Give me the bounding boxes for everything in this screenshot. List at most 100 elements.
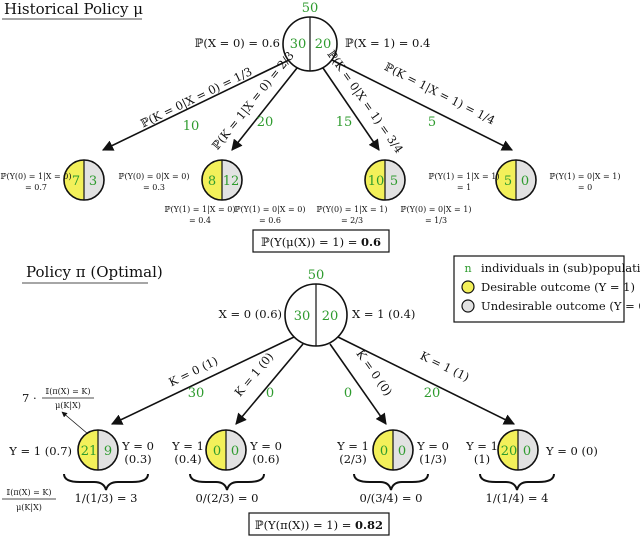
policy-branch-arrow-2 — [235, 343, 304, 425]
legend-desirable-label: Desirable outcome (Y = 1) — [481, 280, 635, 294]
policy-result-value: 0.82 — [355, 518, 383, 532]
hist-leaf-1-right: 3 — [89, 174, 97, 189]
policy-branch-count-2: 0 — [266, 386, 274, 401]
policy-leaf-2 — [205, 429, 247, 471]
hist-branch-count-2: 20 — [257, 115, 274, 130]
legend-n-label: individuals in (sub)population — [481, 261, 640, 275]
policy-brace-3 — [353, 473, 429, 491]
policy-leaf-2-y1: Y = 1 — [171, 439, 204, 453]
legend-undesirable-label: Undesirable outcome (Y = 0) — [481, 299, 640, 313]
hist-leaf-2-prob-y1: ℙ(Y(1) = 1|X = 0) — [164, 205, 235, 214]
policy-result: ℙ(Y(π(X)) = 1) = 0.82 — [255, 518, 383, 532]
hist-leaf-2-left: 8 — [208, 174, 216, 189]
policy-leaf-2-y0: Y = 0 — [249, 439, 282, 453]
policy-root-left: 30 — [294, 309, 311, 324]
policy-branch-arrow-4 — [337, 336, 516, 425]
policy-leaf-2-right: 0 — [231, 444, 239, 459]
policy-leaf-1-y0: Y = 0 — [121, 439, 154, 453]
hist-result-value: 0.6 — [361, 235, 381, 249]
hist-result-box — [252, 229, 390, 253]
hist-leaf-1 — [63, 159, 105, 201]
hist-root-right: 20 — [315, 37, 332, 52]
policy-root-total: 50 — [308, 268, 325, 283]
policy-leaf-1-y1: Y = 1 (0.7) — [8, 444, 72, 458]
hist-leaf-3-prob-y0: ℙ(Y(0) = 0|X = 1) — [400, 205, 471, 214]
hist-leaf-2-right: 12 — [223, 174, 240, 189]
hist-leaf-1-prob-y0-val: = 0.3 — [143, 183, 165, 192]
policy-leaf-3-y0: Y = 0 — [416, 439, 449, 453]
hist-branch-label-2: ℙ(K = 1|X = 0) = 2/3 — [209, 49, 298, 153]
hist-root-left: 30 — [290, 37, 307, 52]
weight-denominator: μ(K|X) — [16, 503, 42, 512]
policy-x0: X = 0 (0.6) — [219, 307, 282, 321]
legend — [453, 255, 625, 323]
legend-desirable-swatch — [461, 280, 475, 294]
hist-leaf-3-prob-y1: ℙ(Y(0) = 1|X = 1) — [316, 205, 387, 214]
hist-leaf-2-prob-y0-val: = 0.6 — [259, 216, 281, 225]
policy-leaf-4-left: 20 — [501, 444, 518, 459]
policy-result-prefix: ℙ(Y(π(X)) = 1) = — [255, 518, 355, 532]
policy-leaf-3-right: 0 — [398, 444, 406, 459]
hist-branch-count-3: 15 — [336, 115, 353, 130]
policy-x1: X = 1 (0.4) — [352, 307, 415, 321]
policy-leaf-1-right: 9 — [104, 444, 112, 459]
policy-root-node — [284, 283, 348, 347]
policy-branch-label-4: K = 1 (1) — [418, 349, 472, 385]
policy-leaf-4-y1: Y = 1 — [465, 439, 498, 453]
hist-branch-count-4: 5 — [428, 115, 436, 130]
policy-weight-1: 1/(1/3) = 3 — [75, 491, 138, 505]
hist-leaf-4-left: 5 — [504, 174, 512, 189]
policy-leaf-4-y0: Y = 0 (0) — [545, 444, 598, 458]
hist-leaf-2-prob-y0: ℙ(Y(1) = 0|X = 0) — [234, 205, 305, 214]
policy-weight-3: 0/(3/4) = 0 — [360, 491, 423, 505]
policy-leaf-3-y1-val: (2/3) — [339, 452, 366, 466]
policy-branch-arrow-1 — [110, 336, 295, 425]
policy-leaf-1 — [77, 429, 119, 471]
policy-brace-4 — [479, 473, 555, 491]
policy-title: Policy π (Optimal) — [26, 263, 163, 281]
policy-weight-2: 0/(2/3) = 0 — [196, 491, 259, 505]
hist-leaf-1-prob-y1-val: = 0.7 — [25, 183, 47, 192]
policy-leaf-2-left: 0 — [213, 444, 221, 459]
hist-leaf-4-prob-y0: ℙ(Y(1) = 0|X = 1) — [549, 172, 620, 181]
policy-branch-label-1: K = 0 (1) — [166, 354, 220, 390]
hist-result-prefix: ℙ(Y(μ(X)) = 1) = — [261, 235, 361, 249]
hist-root-node — [282, 16, 338, 72]
hist-branch-arrow-3 — [322, 67, 380, 151]
policy-branch-count-4: 20 — [424, 386, 441, 401]
hist-root-total: 50 — [302, 1, 319, 16]
annotation-prefix: 7 · — [22, 391, 37, 405]
policy-leaf-2-y0-val: (0.6) — [252, 452, 279, 466]
hist-px0: ℙ(X = 0) = 0.6 — [195, 36, 280, 50]
policy-brace-2 — [189, 473, 265, 491]
policy-leaf-3-left: 0 — [380, 444, 388, 459]
policy-leaf-1-left: 21 — [81, 444, 98, 459]
policy-leaf-4-right: 0 — [523, 444, 531, 459]
hist-leaf-2 — [201, 159, 243, 201]
hist-leaf-4-right: 0 — [521, 174, 529, 189]
hist-leaf-3-left: 10 — [368, 174, 385, 189]
hist-leaf-3-right: 5 — [390, 174, 398, 189]
policy-leaf-3-y0-val: (1/3) — [419, 452, 446, 466]
hist-result: ℙ(Y(μ(X)) = 1) = 0.6 — [261, 235, 381, 249]
hist-branch-count-1: 10 — [183, 119, 200, 134]
hist-leaf-1-prob-y0: ℙ(Y(0) = 0|X = 0) — [118, 172, 189, 181]
policy-leaf-3 — [372, 429, 414, 471]
policy-root-right: 20 — [322, 309, 339, 324]
policy-leaf-2-y1-val: (0.4) — [174, 452, 201, 466]
legend-undesirable-swatch — [461, 299, 475, 313]
hist-leaf-3 — [364, 159, 406, 201]
legend-n-symbol: n — [464, 262, 471, 275]
hist-leaf-3-prob-y1-val: = 2/3 — [341, 216, 363, 225]
hist-leaf-4-prob-y1-val: = 1 — [457, 183, 471, 192]
policy-leaf-1-y0-val: (0.3) — [124, 452, 151, 466]
hist-leaf-4-prob-y1: ℙ(Y(1) = 1|X = 1) — [428, 172, 499, 181]
policy-result-box — [248, 512, 390, 536]
hist-px1: ℙ(X = 1) = 0.4 — [345, 36, 430, 50]
policy-weight-4: 1/(1/4) = 4 — [486, 491, 549, 505]
policy-leaf-4 — [497, 429, 539, 471]
hist-leaf-1-left: 7 — [72, 174, 80, 189]
policy-leaf-4-y1-val: (1) — [474, 452, 490, 466]
